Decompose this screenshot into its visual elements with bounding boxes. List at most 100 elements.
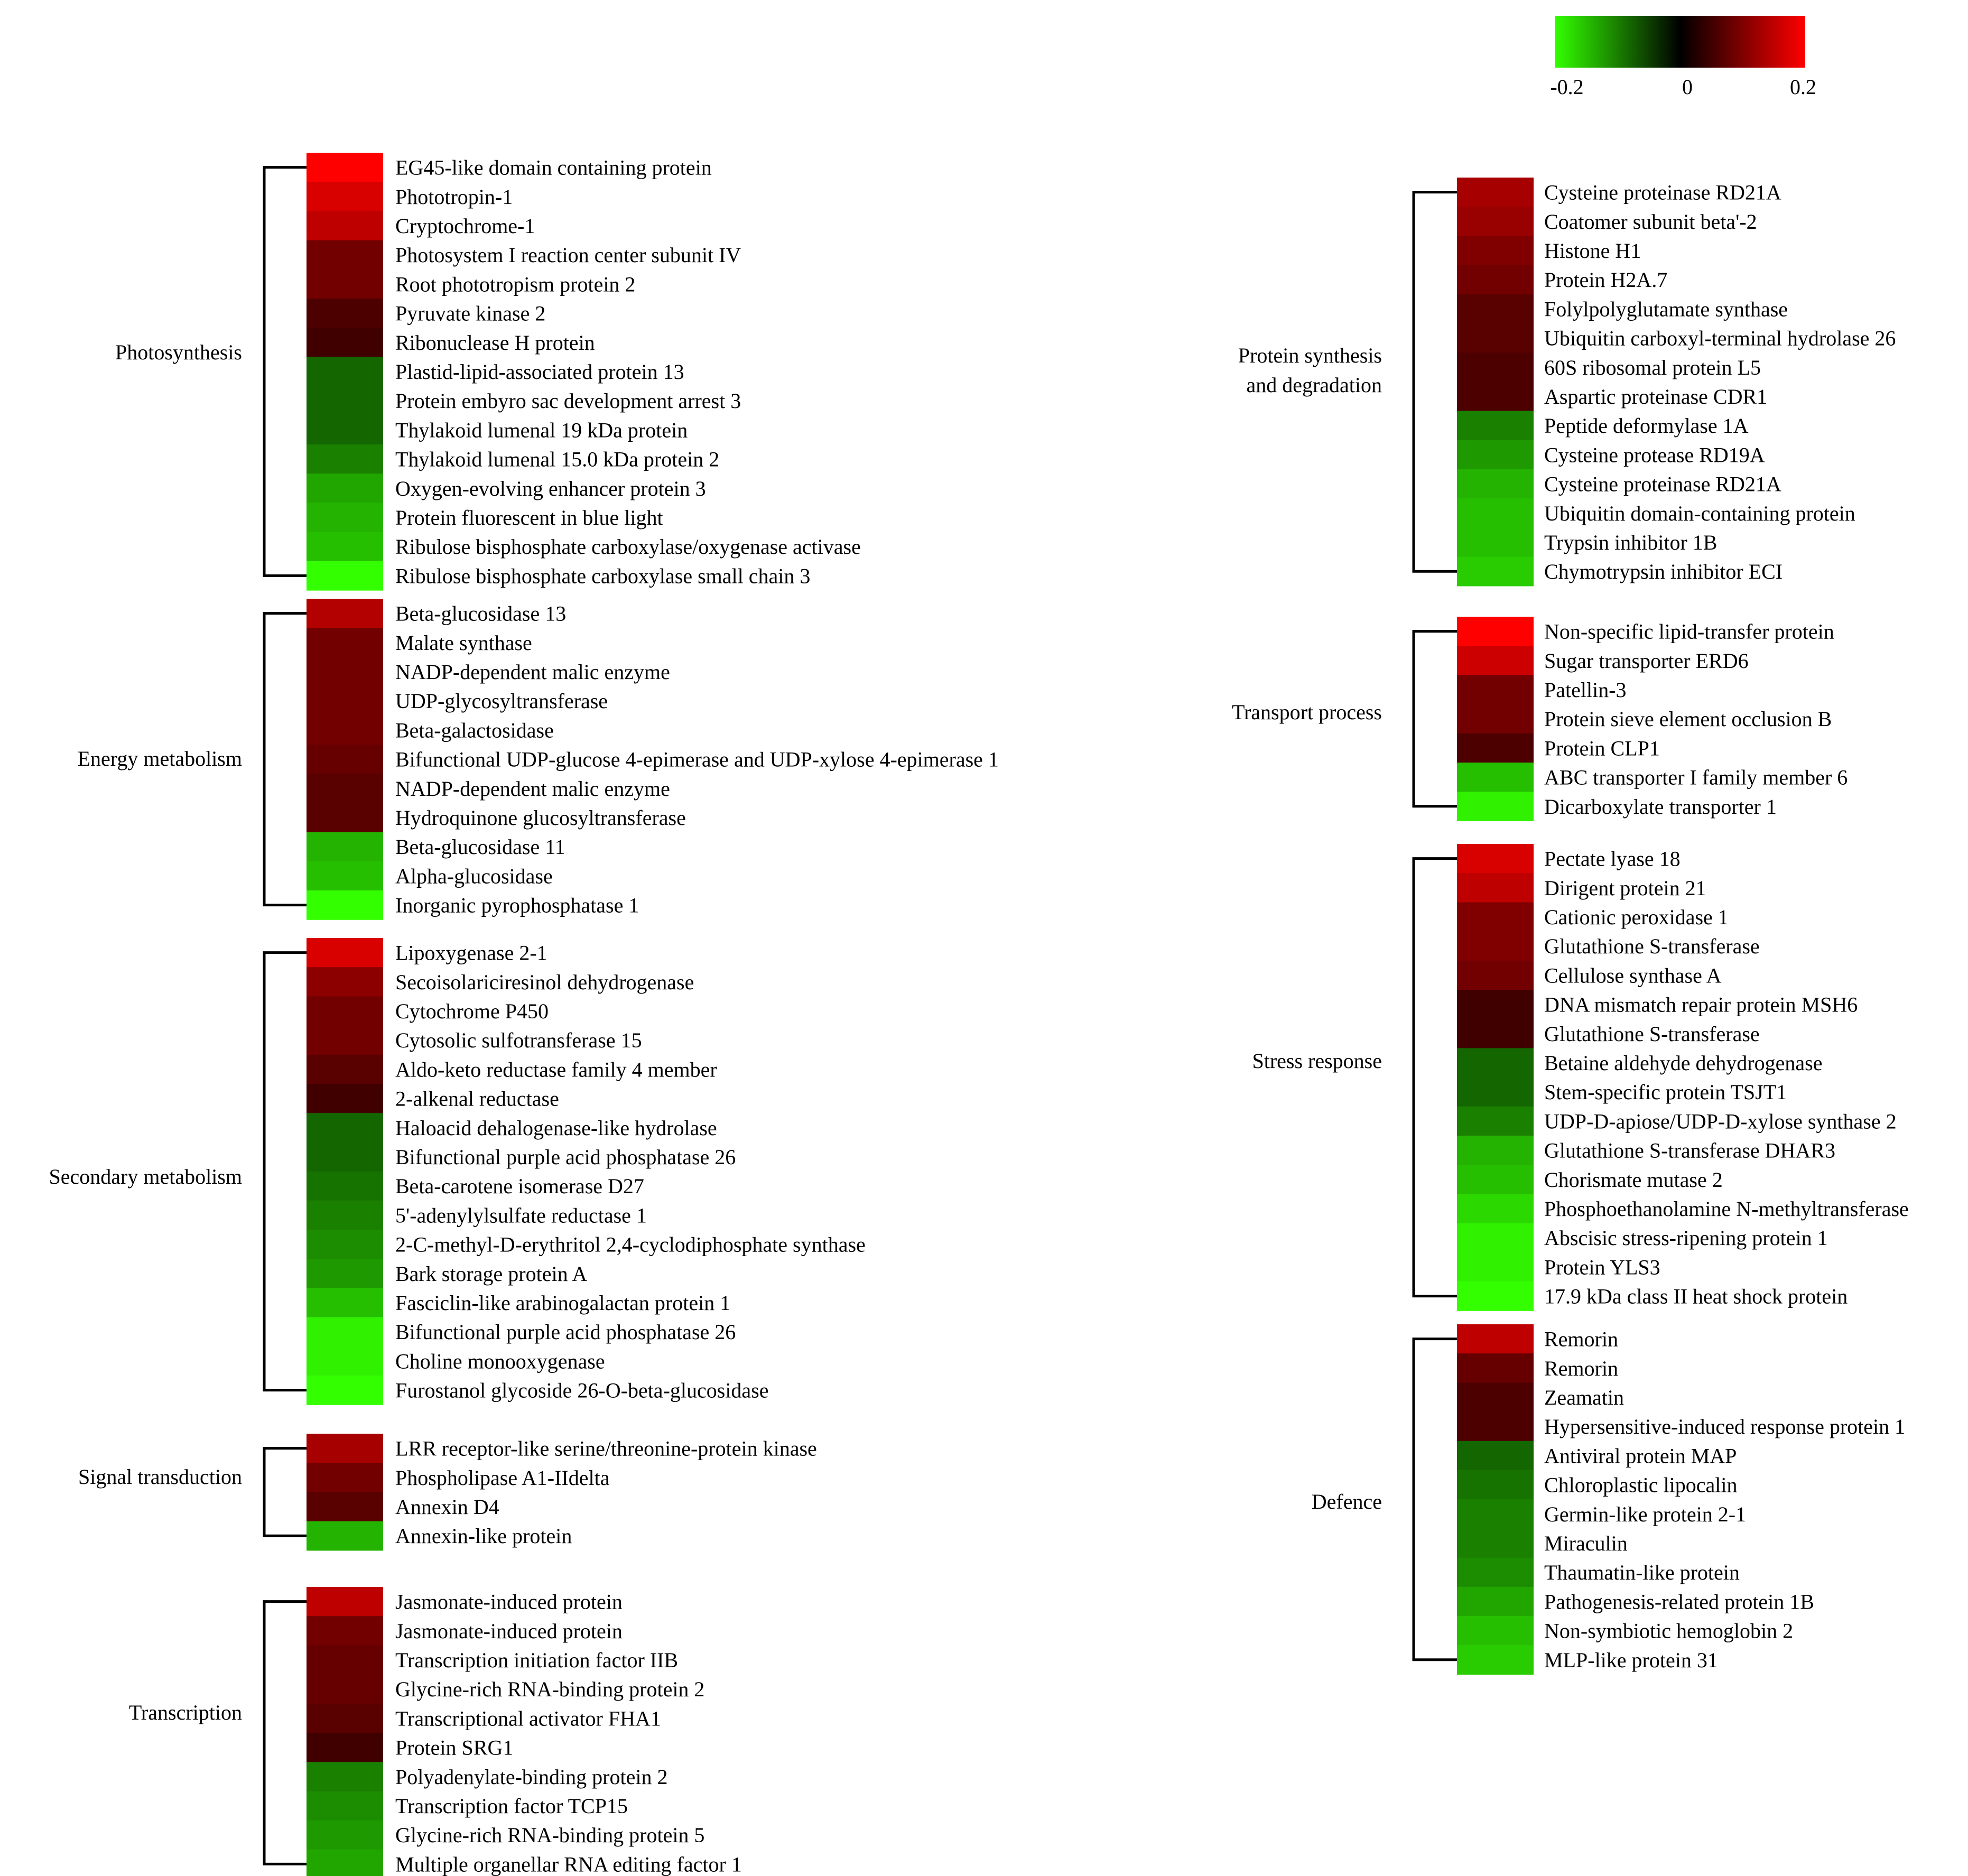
heatmap-cell: [307, 1259, 383, 1288]
heatmap-cell: [307, 1084, 383, 1113]
heatmap-cell: [307, 1434, 383, 1463]
protein-label: Peptide deformylase 1A: [1544, 414, 1749, 438]
heatmap-cell: [1457, 469, 1534, 499]
protein-label: Bifunctional purple acid phosphatase 26: [395, 1145, 736, 1169]
group-defence: DefenceRemorinRemorinZeamatinHypersensit…: [1312, 1324, 1905, 1675]
protein-label: Oxygen-evolving enhancer protein 3: [395, 477, 706, 500]
heatmap-cell: [307, 1521, 383, 1551]
protein-label: Bifunctional purple acid phosphatase 26: [395, 1320, 736, 1344]
heatmap-cell: [307, 1820, 383, 1850]
heatmap-cell: [307, 686, 383, 716]
protein-label: Jasmonate-induced protein: [395, 1619, 623, 1643]
protein-label: Bifunctional UDP-glucose 4-epimerase and…: [395, 748, 999, 772]
protein-label: 60S ribosomal protein L5: [1544, 356, 1761, 379]
colorbar: -0.2 0 0.2: [1550, 16, 1816, 99]
protein-label: Dicarboxylate transporter 1: [1544, 795, 1777, 819]
heatmap-cell: [1457, 704, 1534, 734]
protein-label: Betaine aldehyde dehydrogenase: [1544, 1051, 1822, 1075]
heatmap-cell: [1457, 1048, 1534, 1078]
protein-label: Antiviral protein MAP: [1544, 1444, 1737, 1468]
heatmap-cell: [307, 1171, 383, 1201]
category-label: Transport process: [1232, 700, 1382, 724]
category-label: and degradation: [1246, 373, 1382, 397]
heatmap-cell: [1457, 844, 1534, 874]
protein-label: Jasmonate-induced protein: [395, 1590, 623, 1614]
protein-label: NADP-dependent malic enzyme: [395, 660, 670, 684]
heatmap-cell: [307, 211, 383, 241]
heatmap-cell: [307, 938, 383, 968]
protein-label: Histone H1: [1544, 239, 1641, 263]
protein-label: Glycine-rich RNA-binding protein 2: [395, 1677, 704, 1701]
heatmap-cell: [1457, 931, 1534, 961]
protein-label: Miraculin: [1544, 1531, 1628, 1555]
heatmap-cell: [307, 774, 383, 803]
protein-label: UDP-glycosyltransferase: [395, 689, 608, 713]
category-label: Protein synthesis: [1238, 343, 1382, 367]
heatmap-cell: [307, 1025, 383, 1055]
protein-label: Protein YLS3: [1544, 1255, 1660, 1279]
protein-label: Cysteine protease RD19A: [1544, 443, 1765, 467]
protein-label: Cysteine proteinase RD21A: [1544, 181, 1781, 205]
protein-label: Protein sieve element occlusion B: [1544, 707, 1832, 731]
protein-label: Multiple organellar RNA editing factor 1: [395, 1852, 742, 1876]
heatmap-cell: [1457, 1470, 1534, 1500]
protein-label: Transcription initiation factor IIB: [395, 1648, 678, 1672]
protein-label: Protein embyro sac development arrest 3: [395, 389, 741, 413]
heatmap-cell: [1457, 1077, 1534, 1107]
protein-label: Patellin-3: [1544, 678, 1627, 702]
heatmap-cell: [307, 803, 383, 833]
heatmap-cell: [307, 415, 383, 445]
protein-label: Abscisic stress-ripening protein 1: [1544, 1226, 1828, 1250]
protein-label: Cellulose synthase A: [1544, 963, 1722, 987]
protein-label: Thylakoid lumenal 15.0 kDa protein 2: [395, 448, 719, 471]
heatmap-cell: [307, 1288, 383, 1318]
heatmap-cell: [307, 240, 383, 270]
heatmap-cell: [1457, 990, 1534, 1019]
protein-label: Lipoxygenase 2-1: [395, 941, 547, 965]
heatmap-cell: [1457, 1281, 1534, 1311]
dendrogram-bracket: [263, 1447, 307, 1537]
heatmap-cell: [1457, 1645, 1534, 1675]
heatmap-cell: [1457, 1353, 1534, 1383]
heatmap-cell: [307, 832, 383, 862]
category-label: Photosynthesis: [115, 340, 242, 364]
heatmap-cell: [307, 1113, 383, 1143]
protein-label: NADP-dependent malic enzyme: [395, 777, 670, 801]
colorbar-tick-min: -0.2: [1550, 75, 1583, 99]
heatmap-cell: [1457, 1136, 1534, 1165]
heatmap-cell: [1457, 792, 1534, 821]
heatmap-cell: [1457, 733, 1534, 763]
heatmap-cell: [307, 561, 383, 591]
heatmap-cell: [307, 1317, 383, 1347]
protein-label: Annexin-like protein: [395, 1524, 572, 1548]
heatmap-cell: [1457, 960, 1534, 990]
protein-label: MLP-like protein 31: [1544, 1648, 1718, 1672]
protein-label: Glycine-rich RNA-binding protein 5: [395, 1823, 704, 1847]
protein-label: Pyruvate kinase 2: [395, 302, 545, 326]
protein-label: Phospholipase A1-IIdelta: [395, 1466, 610, 1490]
protein-label: Chorismate mutase 2: [1544, 1168, 1723, 1192]
protein-label: Coatomer subunit beta'-2: [1544, 210, 1757, 234]
protein-label: Ubiquitin carboxyl-terminal hydrolase 26: [1544, 327, 1896, 350]
heatmap-cell: [307, 444, 383, 474]
heatmap-cell: [307, 1200, 383, 1230]
heatmap-cell: [1457, 1324, 1534, 1354]
heatmap-cell: [1457, 1252, 1534, 1282]
protein-label: Malate synthase: [395, 631, 532, 655]
heatmap-cell: [307, 1733, 383, 1762]
heatmap-cell: [1457, 763, 1534, 792]
heatmap-cell: [1457, 1411, 1534, 1442]
protein-label: Aldo-keto reductase family 4 member: [395, 1057, 717, 1081]
heatmap-cell: [307, 1674, 383, 1704]
heatmap-cell: [307, 1587, 383, 1617]
protein-label: Ubiquitin domain-containing protein: [1544, 501, 1855, 525]
protein-label: 2-C-methyl-D-erythritol 2,4-cyclodiphosp…: [395, 1233, 866, 1257]
category-label: Signal transduction: [78, 1465, 242, 1489]
protein-label: Glutathione S-transferase: [1544, 1022, 1760, 1046]
heatmap-cell: [1457, 1528, 1534, 1558]
